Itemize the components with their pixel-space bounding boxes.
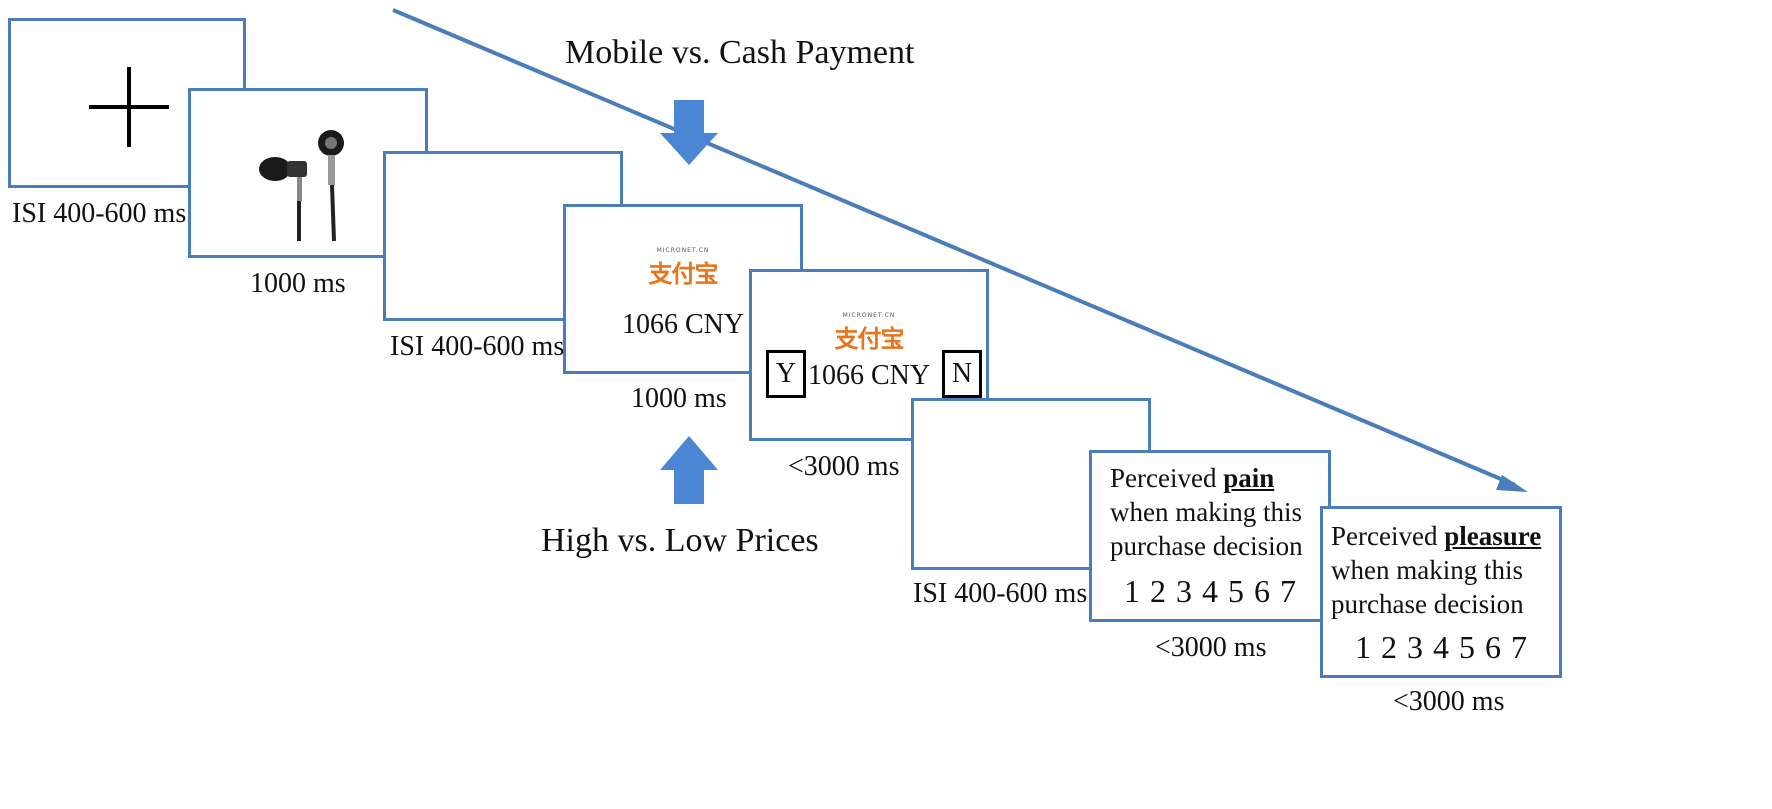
timing-label-isi-2: ISI 400-600 ms: [390, 331, 565, 362]
manipulation-price-label: High vs. Low Prices: [541, 522, 819, 559]
pleasure-rating-prompt: Perceived pleasure when making this purc…: [1331, 521, 1542, 619]
timeline-arrow: [392, 8, 1516, 487]
alipay-logo: MICRONET.CN 支付宝: [648, 247, 719, 288]
key-no[interactable]: N: [942, 350, 982, 398]
manipulation-payment-label: Mobile vs. Cash Payment: [565, 34, 915, 71]
timing-label-product: 1000 ms: [250, 268, 346, 299]
pain-rating-prompt: Perceived pain when making this purchase…: [1110, 463, 1303, 561]
timing-label-decision: <3000 ms: [788, 451, 900, 482]
timing-label-pleasure: <3000 ms: [1393, 686, 1505, 717]
timing-label-price: 1000 ms: [631, 383, 727, 414]
earphones-icon: [259, 130, 344, 242]
decision-screen: MICRONET.CN 支付宝 Y 1066 CNY N: [749, 269, 989, 441]
timing-label-isi-3: ISI 400-600 ms: [913, 578, 1088, 609]
timeline-arrowhead: [1496, 475, 1528, 492]
pain-rating-scale[interactable]: 1 2 3 4 5 6 7: [1124, 573, 1296, 609]
pain-word: pain: [1223, 463, 1275, 493]
key-yes[interactable]: Y: [766, 350, 806, 398]
pleasure-rating-screen: Perceived pleasure when making this purc…: [1320, 506, 1562, 678]
timing-label-isi-1: ISI 400-600 ms: [12, 198, 187, 229]
timing-label-pain: <3000 ms: [1155, 632, 1267, 663]
pleasure-rating-scale[interactable]: 1 2 3 4 5 6 7: [1355, 629, 1527, 665]
up-arrow-icon: [660, 436, 718, 504]
price-text: 1066 CNY: [807, 360, 931, 391]
fixation-cross-icon: [89, 67, 169, 147]
down-arrow-icon: [660, 100, 718, 165]
pain-rating-screen: Perceived pain when making this purchase…: [1089, 450, 1331, 622]
pleasure-word: pleasure: [1444, 521, 1542, 551]
alipay-logo: MICRONET.CN 支付宝: [834, 312, 905, 353]
price-text: 1066 CNY: [621, 309, 745, 340]
